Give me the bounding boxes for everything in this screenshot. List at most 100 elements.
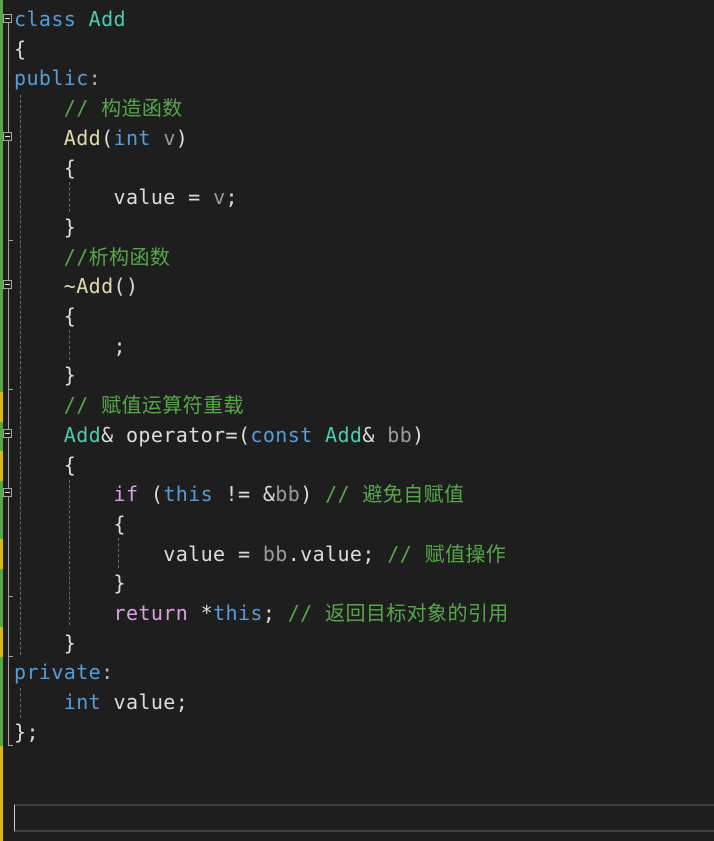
code-line[interactable]: { — [14, 34, 26, 64]
code-token: != & — [213, 482, 276, 507]
code-token: : — [101, 660, 114, 685]
code-token: bb — [262, 541, 288, 566]
code-token: }; — [14, 719, 39, 744]
code-token: ) — [412, 422, 425, 447]
code-token: v — [213, 185, 226, 210]
outline-end-tick — [8, 389, 13, 390]
code-line[interactable]: Add(int v) — [14, 123, 188, 153]
code-line[interactable]: } — [14, 628, 76, 658]
code-token: } — [14, 571, 126, 596]
code-token: () — [113, 274, 139, 299]
unsaved-change-marker — [0, 539, 3, 569]
code-token: this — [213, 601, 263, 625]
change-tracking-bar — [0, 0, 3, 841]
code-line[interactable]: } — [14, 568, 126, 598]
code-token: public — [14, 66, 89, 91]
outline-end-tick — [8, 745, 13, 746]
code-line[interactable]: //析构函数 — [14, 242, 170, 272]
code-token: int — [14, 690, 114, 715]
code-token: Add — [14, 422, 102, 447]
code-token: private — [14, 660, 102, 685]
code-line[interactable]: { — [14, 509, 126, 539]
code-token: v — [163, 125, 176, 150]
code-line[interactable]: Add& operator=(const Add& bb) — [14, 420, 425, 450]
code-line[interactable]: } — [14, 360, 76, 390]
indent-guide — [69, 480, 70, 625]
outline-line — [8, 22, 9, 745]
code-line[interactable]: class Add — [14, 4, 126, 34]
code-token: // 返回目标对象的引用 — [287, 601, 509, 625]
code-token: Add — [325, 422, 363, 447]
code-line[interactable]: value = bb.value; // 赋值操作 — [14, 539, 506, 569]
code-token: const — [250, 422, 326, 447]
indent-guide — [69, 330, 70, 360]
indent-guide — [20, 95, 21, 655]
code-token: { — [14, 511, 126, 536]
code-token: this — [163, 482, 214, 507]
code-token: int — [113, 125, 164, 150]
code-line[interactable]: return *this; // 返回目标对象的引用 — [14, 598, 509, 628]
code-token: // 构造函数 — [14, 96, 183, 121]
find-input[interactable] — [14, 804, 714, 832]
code-token: } — [14, 630, 77, 655]
code-token: .value; — [287, 541, 388, 566]
collapse-icon[interactable] — [3, 280, 12, 289]
code-line[interactable]: private: — [14, 657, 114, 687]
code-token: Add — [88, 7, 126, 31]
code-line[interactable]: { — [14, 153, 76, 183]
code-line[interactable]: // 构造函数 — [14, 93, 183, 123]
code-token: } — [14, 214, 77, 239]
unsaved-change-marker — [0, 451, 3, 481]
code-token: value; — [113, 690, 189, 715]
code-token: // 避免自赋值 — [325, 482, 465, 507]
code-token: bb — [275, 482, 301, 507]
code-token: value = — [14, 541, 263, 566]
outline-end-tick — [8, 656, 13, 657]
code-line[interactable]: public: — [14, 63, 101, 93]
code-token: { — [14, 452, 77, 477]
code-token: } — [14, 363, 77, 388]
code-token: Add — [14, 125, 102, 150]
indent-guide — [118, 538, 119, 568]
outline-end-tick — [8, 596, 13, 597]
code-line[interactable]: }; — [14, 717, 39, 747]
code-line[interactable]: value = v; — [14, 182, 238, 212]
code-token: & — [362, 422, 388, 447]
code-line[interactable]: ; — [14, 331, 126, 361]
code-token: ; — [225, 185, 238, 210]
code-line[interactable]: // 赋值运算符重载 — [14, 390, 244, 420]
code-token: class — [14, 7, 89, 31]
code-token: : — [88, 66, 102, 91]
code-line[interactable]: int value; — [14, 687, 188, 717]
code-token: ; — [14, 333, 126, 358]
code-line[interactable]: { — [14, 450, 76, 480]
code-token: ~Add — [14, 274, 114, 299]
indent-guide — [20, 688, 21, 718]
code-token: return — [14, 601, 201, 625]
code-token: if — [14, 482, 151, 507]
collapse-icon[interactable] — [3, 429, 12, 438]
code-line[interactable]: { — [14, 301, 76, 331]
code-token: //析构函数 — [14, 244, 171, 269]
code-token: ; — [262, 601, 288, 625]
code-token: { — [14, 36, 27, 61]
code-token: & operator=( — [101, 422, 251, 447]
code-token: ) — [300, 482, 326, 507]
code-token: bb — [387, 422, 413, 447]
code-token: * — [200, 601, 214, 625]
code-token: // 赋值运算符重载 — [14, 393, 244, 418]
collapse-icon[interactable] — [3, 488, 12, 497]
code-token: // 赋值操作 — [387, 541, 507, 566]
unsaved-change-marker — [0, 746, 3, 841]
collapse-icon[interactable] — [3, 14, 12, 23]
code-line[interactable]: } — [14, 212, 76, 242]
code-line[interactable]: if (this != &bb) // 避免自赋值 — [14, 479, 464, 509]
code-line[interactable]: ~Add() — [14, 271, 138, 301]
indent-guide — [69, 182, 70, 212]
code-token: ( — [150, 482, 164, 507]
unsaved-change-marker — [0, 392, 3, 422]
collapse-icon[interactable] — [3, 132, 12, 141]
code-token: ( — [101, 125, 114, 150]
code-token: ) — [175, 125, 189, 150]
